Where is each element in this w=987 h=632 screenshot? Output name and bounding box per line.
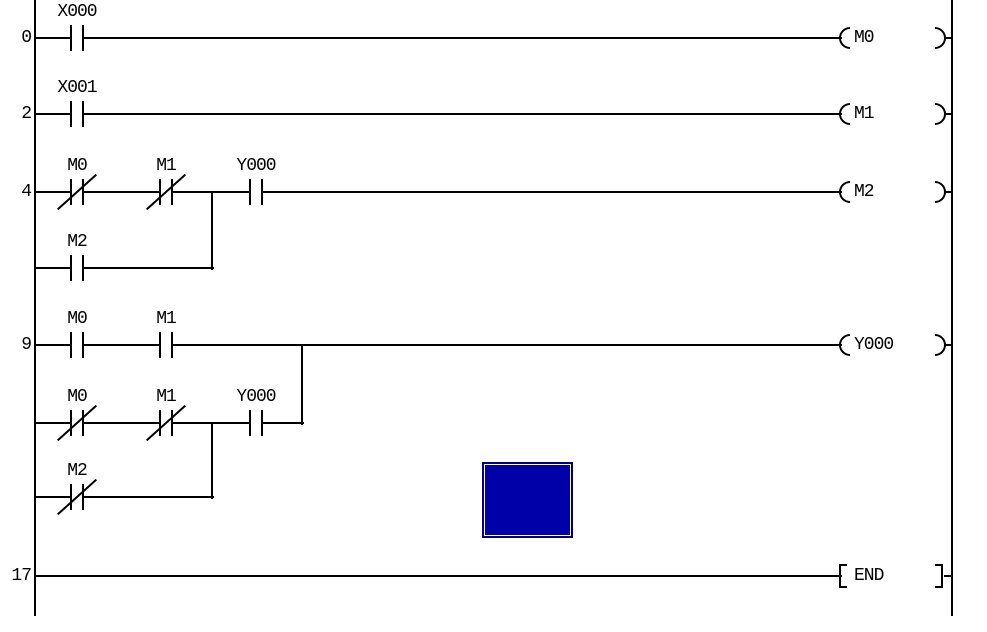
contact-m2-no[interactable] [70,255,84,281]
contact-gap [72,332,82,358]
rung-wire [35,37,842,39]
end-instruction-open[interactable] [839,564,847,588]
step-number: 0 [21,28,32,48]
contact-y000-no[interactable] [249,179,263,205]
contact-label: M2 [67,461,88,481]
contact-label: M2 [67,232,88,252]
coil-m0-close[interactable] [935,27,946,49]
coil-m0-open[interactable] [839,27,850,49]
contact-bar [70,332,72,358]
contact-gap [72,25,82,51]
coil-m0-label[interactable]: M0 [854,28,875,48]
contact-label: M0 [67,309,88,329]
coil-m1-close[interactable] [935,103,946,125]
rung-wire [35,267,214,269]
contact-label: M1 [156,387,177,407]
contact-bar [70,484,72,510]
contact-gap [72,255,82,281]
rung-wire [944,113,952,115]
coil-m2-open[interactable] [839,181,850,203]
contact-gap [161,332,171,358]
branch-wire [211,423,213,499]
contact-bar [82,255,84,281]
contact-bar [261,410,263,436]
contact-x000-no[interactable] [70,25,84,51]
coil-y000-open[interactable] [839,334,850,356]
step-number: 17 [11,566,32,586]
contact-bar [82,101,84,127]
contact-gap [251,179,261,205]
step-number: 4 [21,182,32,202]
contact-bar [70,25,72,51]
contact-bar [70,101,72,127]
coil-m2-close[interactable] [935,181,946,203]
contact-bar [70,179,72,205]
contact-bar [249,179,251,205]
contact-y000-no[interactable] [249,410,263,436]
rung-wire [35,575,842,577]
contact-bar [171,332,173,358]
contact-bar [82,25,84,51]
rung-wire [35,344,842,346]
contact-label: X000 [57,2,97,22]
coil-m1-label[interactable]: M1 [854,104,875,124]
coil-m1-open[interactable] [839,103,850,125]
rung-wire [944,191,952,193]
contact-m0-no[interactable] [70,332,84,358]
coil-y000-close[interactable] [935,334,946,356]
contact-bar [249,410,251,436]
step-number: 9 [21,335,32,355]
contact-bar [171,179,173,205]
contact-label: M1 [156,156,177,176]
contact-bar [82,332,84,358]
coil-m2-label[interactable]: M2 [854,182,875,202]
contact-label: X001 [57,78,97,98]
contact-bar [261,179,263,205]
power-rail [34,0,36,616]
contact-bar [171,410,173,436]
contact-bar [159,179,161,205]
contact-gap [72,101,82,127]
contact-label: M0 [67,387,88,407]
contact-x001-no[interactable] [70,101,84,127]
contact-bar [159,332,161,358]
branch-wire [301,345,303,425]
coil-y000-label[interactable]: Y000 [854,335,894,355]
contact-bar [159,410,161,436]
contact-bar [82,179,84,205]
contact-bar [82,484,84,510]
rung-wire [944,575,952,577]
contact-bar [82,410,84,436]
contact-bar [70,255,72,281]
rung-wire [35,191,842,193]
step-number: 2 [21,104,32,124]
contact-bar [70,410,72,436]
end-instruction-label[interactable]: END [854,566,884,586]
rung-wire [944,37,952,39]
branch-wire [211,192,213,270]
rung-wire [944,344,952,346]
contact-label: Y000 [236,156,276,176]
power-rail [951,0,953,616]
rung-wire [35,496,214,498]
contact-m1-no[interactable] [159,332,173,358]
contact-label: M0 [67,156,88,176]
contact-label: M1 [156,309,177,329]
rung-wire [35,113,842,115]
contact-gap [251,410,261,436]
edit-cursor[interactable] [482,462,573,538]
contact-label: Y000 [236,387,276,407]
end-instruction-close[interactable] [935,564,943,588]
